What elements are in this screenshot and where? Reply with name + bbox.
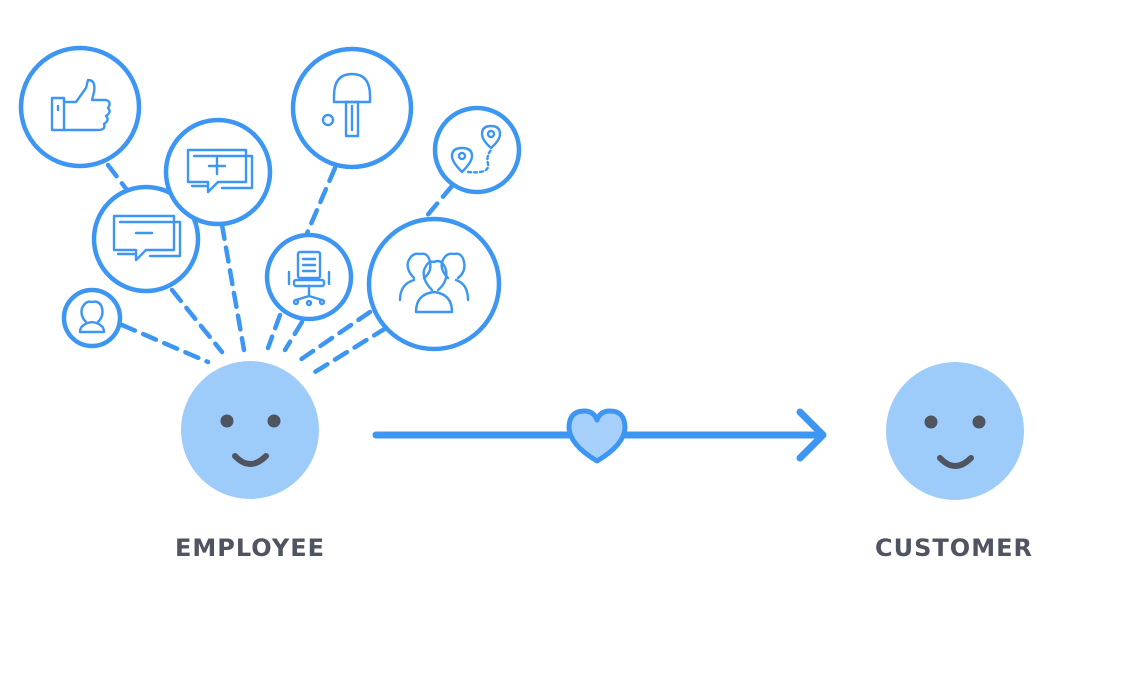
employee-face: [181, 361, 319, 499]
team-bubble: [366, 216, 502, 352]
connector-map-route: [422, 183, 455, 221]
customer-right-eye: [972, 415, 986, 429]
connector-chair-lower: [282, 319, 305, 353]
user-bubble: [61, 287, 123, 349]
map-route-bubble: [432, 105, 522, 195]
connector-add-comment: [219, 222, 247, 353]
employee-left-eye: [220, 414, 234, 428]
connector-ping-pong: [302, 165, 338, 241]
thumbs-up-bubble: [18, 45, 142, 169]
add-comment-icon: [186, 148, 254, 194]
office-chair-icon: [287, 250, 331, 307]
connector-team-lower: [297, 309, 373, 363]
user-icon: [78, 300, 106, 334]
customer-label: CUSTOMER: [875, 534, 1033, 562]
remove-comment-icon: [112, 214, 182, 262]
employee-label: EMPLOYEE: [174, 534, 326, 562]
connector-lines: [105, 162, 455, 378]
connector-chair: [265, 312, 283, 351]
ping-pong-icon: [321, 72, 372, 138]
thumbs-up-icon: [50, 78, 111, 132]
connector-user: [119, 322, 211, 365]
team-icon: [398, 252, 470, 314]
connector-team: [307, 325, 389, 378]
employee-right-eye: [267, 414, 281, 428]
remove-comment-bubble: [91, 184, 201, 294]
customer-left-eye: [924, 415, 938, 429]
customer-face: [886, 362, 1024, 500]
connector-remove-comment: [169, 287, 225, 355]
map-route-icon: [450, 124, 502, 174]
customer-smile: [937, 455, 974, 469]
employee-smile: [232, 453, 269, 467]
arrow-head: [796, 408, 827, 462]
connector-thumbs-up: [105, 162, 130, 193]
heart-icon: [566, 408, 628, 464]
